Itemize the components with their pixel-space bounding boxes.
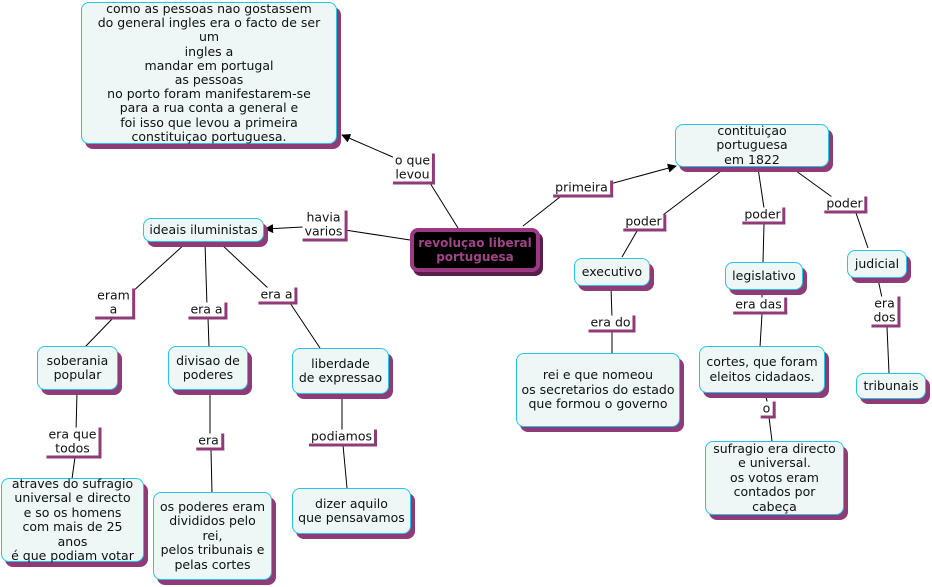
link-label-era-dos: era dos	[871, 296, 901, 328]
root-node-revolucao-liberal[interactable]: revoluçao liberal portuguesa	[410, 228, 540, 272]
node-legislativo[interactable]: legislativo	[725, 262, 803, 290]
link-label-era-a-1: era a	[188, 302, 228, 320]
node-judicial[interactable]: judicial	[847, 250, 907, 278]
node-ideais-iluministas[interactable]: ideais iluministas	[143, 218, 264, 242]
node-cortes-eleitos[interactable]: cortes, que foram eleitos cidadaos.	[699, 346, 825, 393]
link-label-era: era	[196, 433, 224, 451]
link-label-poder-judicial: poder	[824, 196, 868, 214]
link-label-primeira: primeira	[553, 180, 613, 198]
node-liberdade-de-expressao[interactable]: liberdade de expressao	[292, 348, 389, 394]
link-label-eram-a: eram a	[95, 288, 135, 320]
link-label-o: o	[760, 401, 776, 419]
node-poderes-divididos[interactable]: os poderes eram divididos pelo rei, pelo…	[153, 492, 272, 580]
node-sufragio-homens[interactable]: atraves do sufragio universal e directo …	[1, 476, 144, 563]
link-label-era-das: era das	[733, 297, 787, 315]
node-dizer-aquilo[interactable]: dizer aquilo que pensavamos	[292, 488, 411, 534]
link-label-havia-varios: havia varios	[302, 210, 348, 242]
link-label-poder-legislativo: poder	[742, 207, 786, 225]
link-label-podiamos: podiamos	[309, 429, 377, 447]
node-divisao-de-poderes[interactable]: divisao de poderes	[168, 346, 248, 390]
node-soberania-popular[interactable]: soberania popular	[37, 346, 118, 390]
link-label-era-a-2: era a	[258, 287, 298, 305]
node-executivo[interactable]: executivo	[574, 258, 650, 286]
note-node[interactable]: como as pessoas nao gostassem do general…	[81, 1, 337, 144]
node-rei-nomeou[interactable]: rei e que nomeou os secretarios do estad…	[516, 353, 680, 427]
link-label-era-do: era do	[588, 315, 636, 333]
link-label-o-que-levou: o que levou	[392, 153, 436, 185]
link-label-era-que-todos: era que todos	[46, 427, 102, 459]
link-label-poder-executivo: poder	[623, 214, 667, 232]
node-sufragio-directo[interactable]: sufragio era directo e universal. os vot…	[705, 441, 844, 515]
node-tribunais[interactable]: tribunais	[856, 373, 926, 399]
node-constituicao-1822[interactable]: contituiçao portuguesa em 1822	[675, 123, 829, 167]
